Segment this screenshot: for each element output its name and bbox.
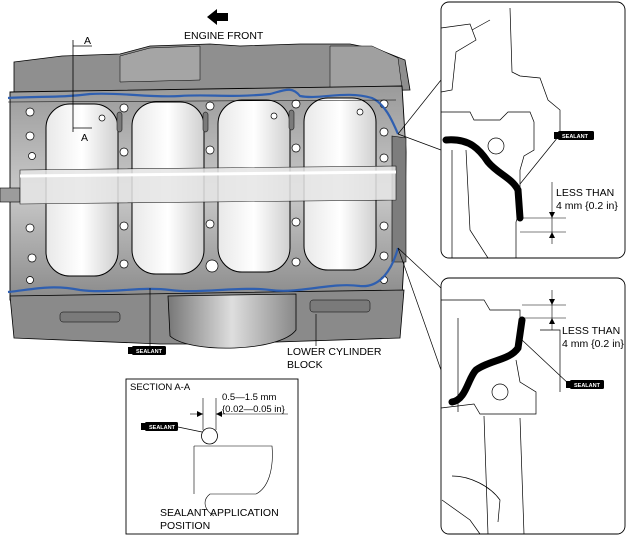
- lower-cylinder-block-illustration: A A: [0, 35, 411, 349]
- callout-leaders: [397, 79, 442, 371]
- sealant-bead-top: [7, 88, 400, 135]
- sealant-tube-label-section: SEALANT: [149, 425, 176, 431]
- sealant-bead-section: [201, 427, 218, 445]
- sealant-position-label-1: SEALANT APPLICATION: [160, 507, 279, 519]
- bead-width-label-1: 0.5—1.5 mm: [222, 392, 276, 403]
- section-cut-marker: [72, 40, 92, 132]
- sealant-position-label-2: POSITION: [160, 520, 210, 532]
- lower-cylinder-block-label-line2: BLOCK: [287, 359, 323, 371]
- less-than-label-lower-1: LESS THAN: [562, 325, 620, 337]
- engine-front-indicator: ENGINE FRONT: [184, 9, 264, 42]
- sealant-tube-label: SEALANT: [136, 349, 163, 355]
- less-than-label-lower-2: 4 mm {0.2 in}: [562, 338, 624, 350]
- lower-cylinder-block-label-line1: LOWER CYLINDER: [287, 346, 382, 358]
- sealant-tube-main: SEALANT: [128, 288, 166, 355]
- arrow-left-icon: [207, 9, 228, 25]
- detail-callout-lower: SEALANT LESS THAN 4 mm {0.2 in}: [440, 277, 626, 535]
- sealant-tube-label-lower: SEALANT: [574, 383, 601, 389]
- section-title: SECTION A-A: [130, 382, 191, 393]
- section-marker-bottom: A: [81, 132, 88, 144]
- section-a-a-box: SECTION A-A 0.5—1.5 mm {0.02—0.05 in} SE…: [125, 378, 299, 535]
- less-than-label-upper-1: LESS THAN: [556, 187, 614, 199]
- sealant-bead-detail-upper: [442, 136, 524, 222]
- sealant-bead-bottom: [7, 247, 400, 294]
- engine-front-label: ENGINE FRONT: [184, 30, 264, 42]
- bead-width-label-2: {0.02—0.05 in}: [222, 404, 285, 415]
- sealant-tube-label-upper: SEALANT: [562, 134, 589, 140]
- bolt-holes: [25, 99, 389, 284]
- section-marker-top: A: [84, 35, 91, 47]
- detail-callout-upper: SEALANT LESS THAN 4 mm {0.2 in}: [440, 1, 626, 259]
- less-than-label-upper-2: 4 mm {0.2 in}: [556, 200, 618, 212]
- sealant-bead-detail-lower: [448, 316, 526, 406]
